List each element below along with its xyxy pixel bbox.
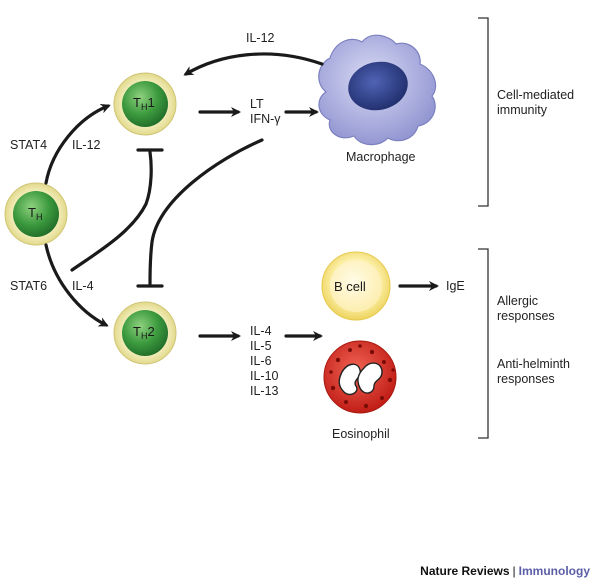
response-line: responses	[497, 372, 555, 386]
th2-responses-bracket	[478, 248, 489, 439]
th2-product: IL-6	[250, 354, 272, 368]
th2-product: IL-10	[250, 369, 279, 383]
eosinophil-cell	[323, 340, 397, 414]
ifn-inhibition-curve	[148, 138, 264, 286]
b-cell	[321, 251, 391, 321]
response-line: Cell-mediated	[497, 88, 575, 102]
response-line: Allergic	[497, 294, 538, 308]
th-cell	[4, 182, 68, 246]
th-cell-label: TH	[28, 205, 42, 222]
response-line: Anti-helminth	[497, 357, 570, 371]
il4-feedback-curve	[70, 150, 153, 272]
th-sub: H	[35, 212, 43, 222]
eosinophil-label: Eosinophil	[332, 427, 390, 441]
stat4-label: STAT4	[10, 138, 48, 152]
macrophage-cell	[318, 34, 437, 146]
macrophage-to-th1-arrow	[183, 52, 324, 76]
th-to-th2-arrow	[44, 243, 109, 327]
cell-mediated-label: Cell-mediated immunity	[497, 88, 574, 118]
publisher-name: Nature Reviews	[420, 564, 510, 578]
th1-products-list: LT IFN-γ	[250, 97, 281, 127]
journal-name: Immunology	[518, 564, 590, 578]
macrophage-label: Macrophage	[346, 150, 416, 164]
il4-left-label: IL-4	[72, 279, 94, 293]
stat6-label: STAT6	[10, 279, 48, 293]
th1-product: IFN-γ	[250, 112, 281, 126]
th2-cell	[113, 301, 177, 365]
allergic-label: Allergic responses	[497, 294, 555, 324]
th1-main: T	[133, 95, 141, 110]
th1-sub: H	[140, 102, 148, 112]
il12-left-label: IL-12	[72, 138, 101, 152]
th2-sub: H	[140, 331, 148, 341]
th2-products-list: IL-4 IL-5 IL-6 IL-10 IL-13	[250, 324, 279, 399]
response-line: responses	[497, 309, 555, 323]
ige-label: IgE	[446, 279, 465, 293]
response-line: immunity	[497, 103, 548, 117]
th2-cell-label: TH2	[133, 324, 155, 341]
credit-separator: |	[512, 564, 516, 578]
th2-product: IL-13	[250, 384, 279, 398]
th1-cell	[113, 72, 177, 136]
th1-product: LT	[250, 97, 264, 111]
journal-credit: Nature Reviews|Immunology	[420, 564, 590, 578]
th2-product: IL-5	[250, 339, 272, 353]
th1-suffix: 1	[147, 95, 155, 110]
th2-suffix: 2	[147, 324, 155, 339]
th-main: T	[28, 205, 36, 220]
b-cell-label: B cell	[334, 279, 366, 294]
th2-main: T	[133, 324, 141, 339]
th-to-th1-arrow	[44, 103, 111, 185]
th2-product: IL-4	[250, 324, 272, 338]
il12-top-label: IL-12	[246, 31, 275, 45]
cell-mediated-bracket	[478, 17, 489, 207]
anti-helminth-label: Anti-helminth responses	[497, 357, 570, 387]
th1-cell-label: TH1	[133, 95, 155, 112]
